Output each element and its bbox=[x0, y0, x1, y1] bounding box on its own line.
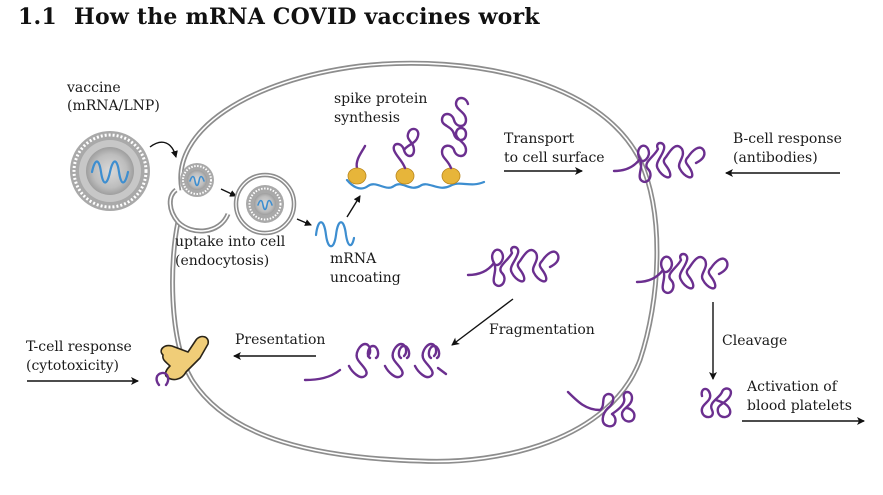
lipid-nanoparticle bbox=[70, 131, 150, 211]
free-mrna bbox=[314, 221, 356, 248]
label-fragmentation: Fragmentation bbox=[489, 322, 595, 338]
label-cleavage: Cleavage bbox=[722, 333, 787, 349]
label-spike-1: spike protein bbox=[334, 91, 427, 107]
section-number: 1.1 bbox=[18, 4, 57, 30]
page-title: 1.1 How the mRNA COVID vaccines work bbox=[18, 4, 540, 30]
label-tcell-1: T-cell response bbox=[26, 339, 132, 355]
label-uptake-1: uptake into cell bbox=[175, 234, 286, 250]
label-bcell-2: (antibodies) bbox=[733, 150, 818, 166]
arrow-vaccine-to-cell bbox=[149, 141, 178, 158]
spike-internal bbox=[466, 245, 560, 288]
label-mrna-2: uncoating bbox=[330, 270, 401, 286]
spike-surface-3 bbox=[566, 390, 636, 428]
label-vaccine-2: (mRNA/LNP) bbox=[67, 98, 160, 114]
cell-membrane bbox=[167, 60, 660, 464]
label-spike-2: synthesis bbox=[334, 110, 400, 126]
spike-surface-1 bbox=[612, 141, 706, 184]
arrow-to-uncoating bbox=[296, 218, 312, 226]
mhc-complex bbox=[155, 335, 210, 387]
label-tcell-2: (cytotoxicity) bbox=[26, 358, 119, 374]
section-title: How the mRNA COVID vaccines work bbox=[74, 4, 540, 30]
label-activation-2: blood platelets bbox=[747, 398, 852, 414]
arrow-to-endosome bbox=[220, 188, 237, 197]
arrow-fragmentation bbox=[451, 298, 514, 346]
endosome bbox=[233, 172, 297, 236]
label-vaccine-1: vaccine bbox=[66, 80, 121, 96]
label-uptake-2: (endocytosis) bbox=[175, 253, 269, 269]
lnp-endocytosing bbox=[180, 163, 214, 197]
translation-complex bbox=[345, 96, 486, 190]
label-activation-1: Activation of bbox=[746, 379, 839, 395]
label-mrna-1: mRNA bbox=[330, 251, 377, 267]
label-bcell-1: B-cell response bbox=[733, 131, 842, 147]
spike-fragment bbox=[700, 387, 733, 419]
arrow-to-translation bbox=[346, 195, 361, 218]
label-presentation: Presentation bbox=[235, 332, 325, 348]
label-transport-1: Transport bbox=[504, 131, 575, 147]
spike-surface-2 bbox=[635, 252, 729, 295]
label-transport-2: to cell surface bbox=[504, 150, 605, 166]
peptide-fragments bbox=[303, 342, 448, 382]
